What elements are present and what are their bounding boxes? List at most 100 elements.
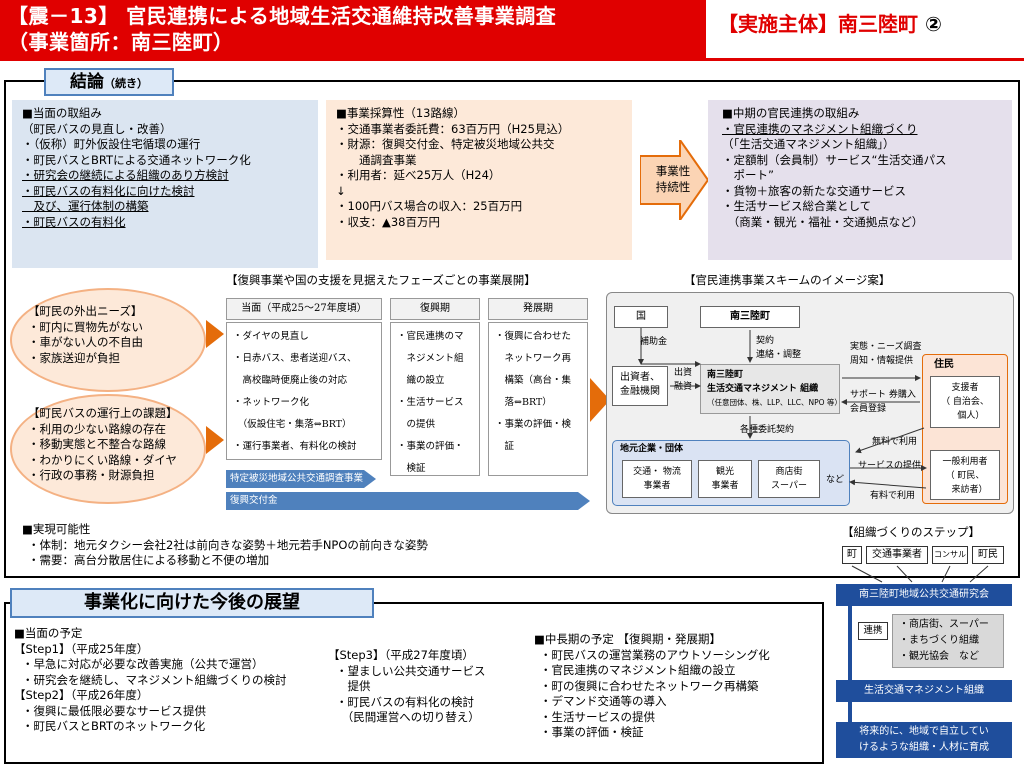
list-item: ネットワーク再 bbox=[495, 353, 572, 364]
supporter-box: 支援者 （ 自治会、 個人） bbox=[930, 376, 1000, 428]
list-item: ・事業の評価・検 bbox=[495, 419, 572, 430]
local-2a: 観光 bbox=[715, 467, 734, 477]
sustain-label: 事業性 持続性 bbox=[648, 164, 698, 195]
list-item: ・復興に合わせた bbox=[495, 331, 572, 342]
list-item: ・町の復興に合わせたネットワーク再構築 bbox=[540, 678, 759, 693]
feasibility-panel: ■事業採算性（13路線） ・交通事業者委託費：63百万円（H25見込） ・財源：… bbox=[326, 100, 632, 260]
survey-label: 実態・ニーズ調査 周知・情報提供 bbox=[850, 340, 922, 368]
sustain-label-1: 事業性 bbox=[655, 164, 691, 178]
local-etc: など bbox=[826, 475, 845, 485]
list-item: ・定額制（会員制）サービス“生活交通パス bbox=[722, 152, 947, 167]
list-item: （「生活交通マネジメント組織」） bbox=[722, 137, 895, 151]
list-item: ・ネットワーク化 bbox=[233, 397, 310, 408]
supporter-3: 個人） bbox=[945, 411, 985, 421]
list-item: 落⇔BRT） bbox=[495, 397, 552, 408]
list-item: ・利用の少ない路線の存在 bbox=[28, 421, 166, 436]
invest-label-1: 出資 bbox=[674, 368, 693, 378]
list-item: ・まちづくり組織 bbox=[899, 635, 979, 646]
conclusion-frame bbox=[4, 80, 1020, 578]
current-title: ■当面の取組み bbox=[22, 106, 102, 120]
user-2: （ 町民、 bbox=[945, 471, 985, 481]
phase-col-head-2: 復興期 bbox=[390, 298, 480, 320]
list-item: ・利用者：延べ25万人（H24） bbox=[336, 168, 501, 182]
phase-to-scheme-arrow-icon bbox=[590, 378, 610, 422]
investor-1: 出資者、 bbox=[620, 372, 660, 383]
list-item: ・官民連携のマネジメント組織の設立 bbox=[540, 663, 736, 677]
list-item: 証 bbox=[495, 441, 515, 452]
list-item: ・復興に最低限必要なサービス提供 bbox=[22, 703, 206, 718]
list-item: の提供 bbox=[397, 419, 436, 430]
list-item: ・車がない人の不自由 bbox=[28, 335, 143, 349]
list-item: ・移動実態と不整合な路線 bbox=[28, 437, 166, 451]
list-item: ・生活サービスの提供 bbox=[540, 709, 655, 724]
list-item: ・需要：高台分散居住による移動と不便の増加 bbox=[28, 553, 270, 567]
org-type: （任意団体、株、LLP、LLC、NPO 等） bbox=[707, 398, 842, 407]
list-item: ・デマンド交通等の導入 bbox=[540, 694, 667, 708]
conclusion-tab-sub: （続き） bbox=[104, 77, 148, 90]
local-transport-box: 交通・ 物流 事業者 bbox=[622, 460, 692, 498]
list-item: 提供 bbox=[336, 679, 371, 693]
sustain-arrow-icon bbox=[640, 140, 710, 220]
list-item: （民間運営への切り替え） bbox=[336, 710, 480, 724]
conclusion-tab: 結論（続き） bbox=[44, 68, 174, 96]
list-item: （町民バスの見直し・改善） bbox=[22, 121, 172, 136]
org-town: 南三陸町 bbox=[707, 370, 744, 380]
local-3a: 商店街 bbox=[775, 467, 803, 477]
needs-title: 【町民の外出ニーズ】 bbox=[28, 304, 143, 318]
outlook-frame bbox=[4, 602, 824, 764]
investor-2: 金融機関 bbox=[620, 386, 660, 397]
long-plan: ■中長期の予定 【復興期・発展期】 ・町民バスの運営業務のアウトソーシング化 ・… bbox=[534, 632, 820, 741]
local-shop-box: 商店街 スーパー bbox=[758, 460, 820, 498]
list-item: （商業・観光・福祉・交通拠点など） bbox=[722, 214, 924, 229]
list-item: ・町内に買物先がない bbox=[28, 319, 143, 334]
contract-label-1: 契約 bbox=[756, 336, 775, 346]
list-item: ・官民連携のマ bbox=[397, 331, 464, 342]
step2-title: 【Step2】（平成26年度） bbox=[14, 688, 149, 702]
supporter-2: （ 自治会、 bbox=[941, 397, 989, 407]
list-item: ・体制：地元タクシー会社2社は前向きな姿勢＋地元若手NPOの前向きな姿勢 bbox=[28, 537, 428, 552]
list-item: 高校臨時便廃止後の対応 bbox=[233, 375, 348, 386]
list-item: 検証 bbox=[397, 463, 426, 474]
scheme-title: 【官民連携事業スキームのイメージ案】 bbox=[684, 273, 891, 287]
phase-col-head-1: 当面（平成25〜27年度頃） bbox=[226, 298, 382, 320]
phase-col-head-3: 発展期 bbox=[488, 298, 588, 320]
user-box: 一般利用者 （ 町民、 来訪者） bbox=[930, 450, 1000, 500]
future-1: 将来的に、地域で自立してい bbox=[859, 726, 989, 737]
list-item: ・商店街、スーパー bbox=[899, 619, 989, 630]
step-top-consultant: コンサル bbox=[932, 546, 968, 564]
funding-bar-1-tip-icon bbox=[364, 470, 376, 488]
phase-col-body-3: ・復興に合わせた ネットワーク再 構築（高台・集 落⇔BRT） ・事業の評価・検… bbox=[488, 322, 588, 476]
funding-bar-2-tip-icon bbox=[578, 492, 590, 510]
link-box: 連携 bbox=[858, 622, 888, 640]
down-arrow-glyph: ↓ bbox=[336, 183, 346, 198]
list-item: ・事業の評価・ bbox=[397, 441, 464, 452]
phase-col-body-1: ・ダイヤの見直し ・日赤バス、患者送迎バス、 高校臨時便廃止後の対応 ・ネットワ… bbox=[226, 322, 382, 460]
list-item: ・（仮称）町外仮設住宅循環の運行 bbox=[22, 137, 201, 151]
list-item: ・100円バス場合の収入：25百万円 bbox=[336, 199, 523, 213]
list-item: ・家族送迎が負担 bbox=[28, 350, 120, 365]
resident-tag: 住民 bbox=[934, 359, 954, 370]
outlook-tab: 事業化に向けた今後の展望 bbox=[10, 588, 374, 618]
contract-label: 契約 連絡・調整 bbox=[756, 334, 801, 362]
local-tourism-box: 観光 事業者 bbox=[698, 460, 752, 498]
implementer-label: 【実施主体】南三陸町 ② bbox=[718, 8, 1024, 42]
list-item: ・事業の評価・検証 bbox=[540, 725, 644, 739]
user-3: 来訪者） bbox=[942, 485, 988, 495]
list-item: ・研究会を継続し、マネジメント組織づくりの検討 bbox=[22, 672, 287, 687]
invest-label: 出資 融資 bbox=[674, 366, 692, 394]
list-item: ・研究会の継続による組織のあり方検討 bbox=[22, 168, 229, 182]
page-header: 【震－13】 官民連携による地域生活交通維持改善事業調査 （事業箇所：南三陸町） bbox=[0, 0, 706, 58]
phase-title: 【復興事業や国の支援を見据えたフェーズごとの事業展開】 bbox=[226, 273, 536, 287]
list-item: ・町民バスとBRTによる交通ネットワーク化 bbox=[22, 152, 251, 167]
list-item: ポート” bbox=[722, 168, 774, 182]
step-top-operator: 交通事業者 bbox=[866, 546, 928, 564]
list-item: （仮設住宅・集落⇔BRT） bbox=[233, 419, 352, 430]
local-1a: 交通・ 物流 bbox=[633, 467, 681, 477]
near-plan: ■当面の予定 【Step1】（平成25年度） ・早急に対応が必要な改善実施（公共… bbox=[14, 626, 334, 735]
invest-label-2: 融資 bbox=[674, 382, 693, 392]
list-item: ・日赤バス、患者送迎バス、 bbox=[233, 353, 357, 364]
step3-plan: 【Step3】（平成27年度頃） ・望ましい公共交通サービス 提供 ・町民バスの… bbox=[328, 648, 518, 726]
list-item: 織の設立 bbox=[397, 375, 445, 386]
list-item: ・町民バスの有料化の検討 bbox=[336, 694, 474, 709]
scheme-arrows-icon bbox=[638, 328, 927, 489]
